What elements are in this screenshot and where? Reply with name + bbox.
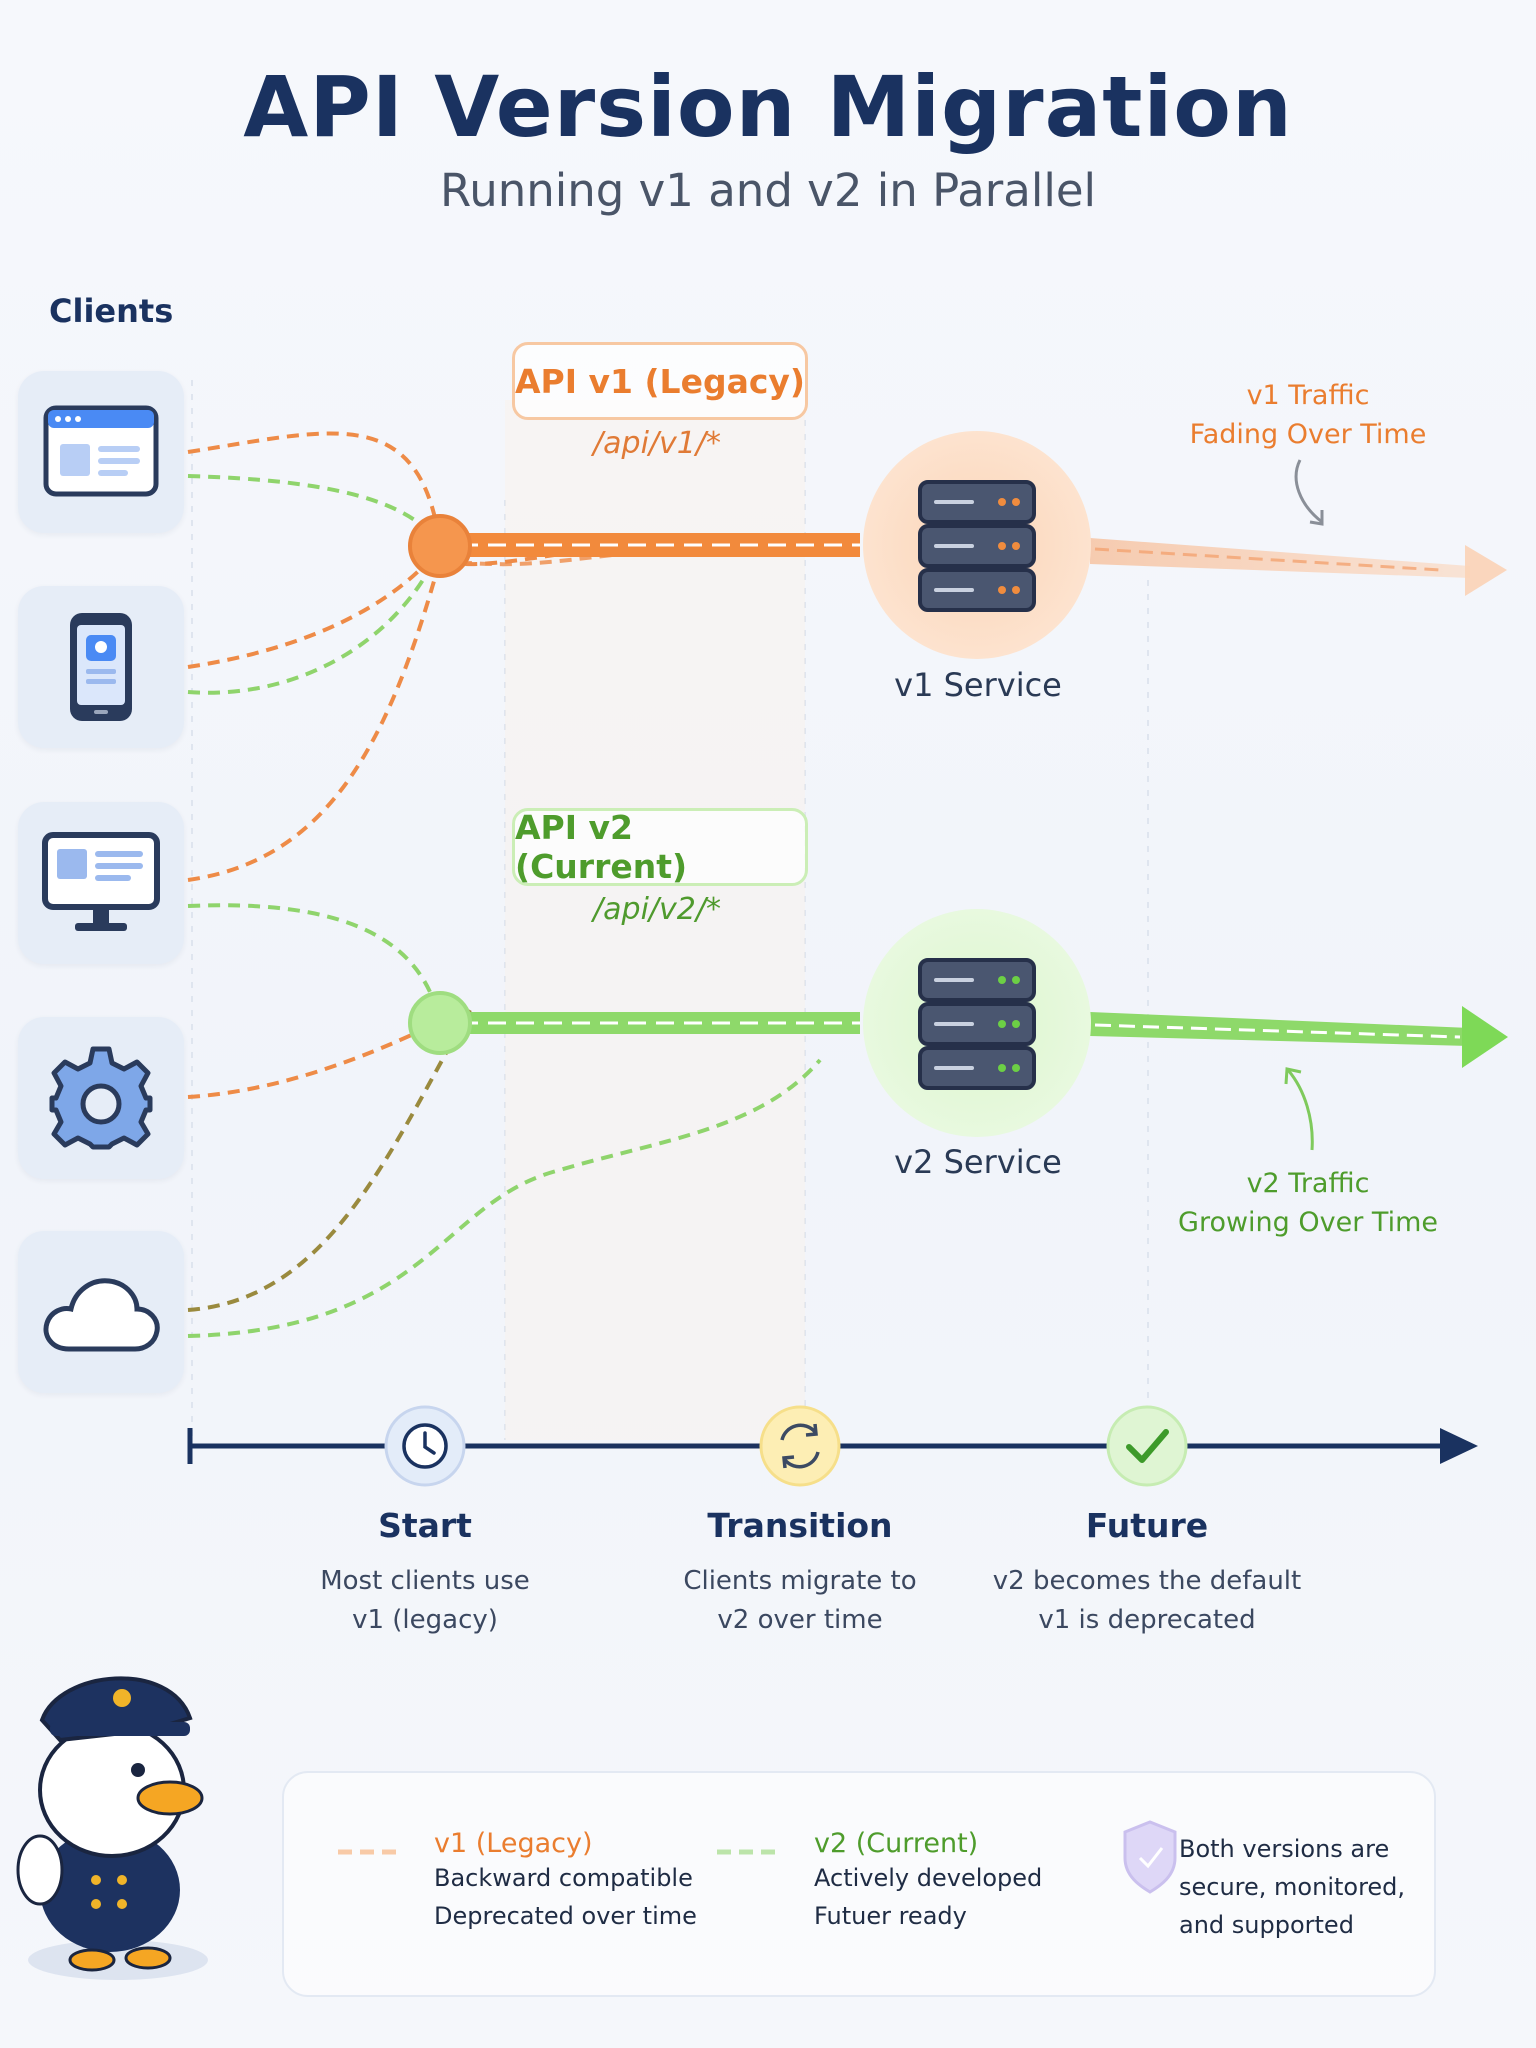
legend-v2: v2 (Current) Actively developed Futuer r… bbox=[814, 1828, 1042, 1935]
duck-captain-mascot-icon bbox=[16, 1676, 208, 1980]
legend-v1-line2: Deprecated over time bbox=[434, 1902, 697, 1930]
v1-traffic-note: v1 Traffic Fading Over Time bbox=[1148, 376, 1468, 454]
api-column-shade bbox=[505, 400, 805, 1440]
v1-stream bbox=[440, 533, 860, 557]
page-title: API Version Migration bbox=[243, 58, 1293, 156]
legend-v2-line1: Actively developed bbox=[814, 1864, 1043, 1892]
legend-v1: v1 (Legacy) Backward compatible Deprecat… bbox=[434, 1828, 697, 1935]
legend-v2-line2: Futuer ready bbox=[814, 1902, 967, 1930]
client-mobile[interactable] bbox=[18, 586, 184, 748]
clock-icon bbox=[384, 1405, 466, 1487]
legend-security: Both versions are secure, monitored, and… bbox=[1179, 1830, 1405, 1944]
phase-start-line2: v1 (legacy) bbox=[352, 1605, 498, 1635]
phase-start-title: Start bbox=[378, 1506, 472, 1545]
legend-panel bbox=[282, 1771, 1436, 1997]
v1-traffic-arrow bbox=[1090, 538, 1470, 578]
v2-server-icon bbox=[918, 958, 1036, 1090]
v1-service-label: v1 Service bbox=[894, 666, 1062, 704]
api-v2-path: /api/v2/* bbox=[593, 892, 721, 927]
phase-future-title: Future bbox=[1085, 1506, 1209, 1545]
phase-start-line1: Most clients use bbox=[320, 1566, 530, 1596]
timeline-guides bbox=[191, 380, 1149, 1440]
api-v1-label: API v1 (Legacy) bbox=[512, 342, 808, 420]
v2-junction-node bbox=[408, 991, 472, 1055]
page-subtitle: Running v1 and v2 in Parallel bbox=[439, 164, 1097, 217]
phase-transition-title: Transition bbox=[707, 1506, 893, 1545]
v2-traffic-arrow bbox=[1090, 1012, 1470, 1046]
browser-window-icon bbox=[43, 405, 159, 497]
mobile-phone-icon bbox=[70, 613, 132, 721]
v2-traffic-note: v2 Traffic Growing Over Time bbox=[1148, 1164, 1468, 1242]
phase-transition-desc: Clients migrate to v2 over time bbox=[630, 1562, 970, 1640]
v1-traffic-title: v1 Traffic bbox=[1246, 380, 1370, 411]
phase-start-desc: Most clients use v1 (legacy) bbox=[255, 1562, 595, 1640]
v2-stream bbox=[440, 1012, 860, 1034]
client-browser[interactable] bbox=[18, 371, 184, 533]
api-v1-path: /api/v1/* bbox=[593, 426, 721, 461]
v1-junction-node bbox=[408, 514, 472, 578]
clients-heading: Clients bbox=[49, 292, 174, 330]
v1-traffic-subtitle: Fading Over Time bbox=[1189, 419, 1427, 450]
phase-future-line2: v1 is deprecated bbox=[1038, 1605, 1256, 1635]
desktop-monitor-icon bbox=[42, 832, 160, 931]
cloud-icon bbox=[43, 1278, 160, 1352]
legend-v2-title: v2 (Current) bbox=[814, 1828, 979, 1859]
phase-transition-line2: v2 over time bbox=[717, 1605, 883, 1635]
v2-traffic-subtitle: Growing Over Time bbox=[1178, 1207, 1438, 1238]
legend-security-line2: secure, monitored, bbox=[1179, 1873, 1406, 1901]
checkmark-icon bbox=[1106, 1405, 1188, 1487]
legend-v1-title: v1 (Legacy) bbox=[434, 1828, 593, 1859]
client-service[interactable] bbox=[18, 1017, 184, 1179]
v2-service-label: v2 Service bbox=[894, 1143, 1062, 1181]
refresh-icon bbox=[759, 1405, 841, 1487]
v2-callout-arrow bbox=[1286, 1069, 1314, 1151]
legend-v1-line1: Backward compatible bbox=[434, 1864, 693, 1892]
v2-traffic-title: v2 Traffic bbox=[1246, 1168, 1370, 1199]
mixed-client-connection bbox=[187, 1009, 472, 1312]
gear-icon bbox=[49, 1046, 153, 1150]
client-desktop[interactable] bbox=[18, 802, 184, 964]
legend-security-line1: Both versions are bbox=[1179, 1835, 1390, 1863]
legend-security-line3: and supported bbox=[1179, 1911, 1354, 1939]
phase-future-line1: v2 becomes the default bbox=[992, 1566, 1302, 1596]
v1-server-icon bbox=[918, 480, 1036, 612]
phase-transition-line1: Clients migrate to bbox=[683, 1566, 917, 1596]
api-v2-label: API v2 (Current) bbox=[512, 808, 808, 886]
phase-future-desc: v2 becomes the default v1 is deprecated bbox=[977, 1562, 1317, 1640]
client-cloud[interactable] bbox=[18, 1231, 184, 1393]
v1-callout-arrow bbox=[1294, 459, 1323, 524]
